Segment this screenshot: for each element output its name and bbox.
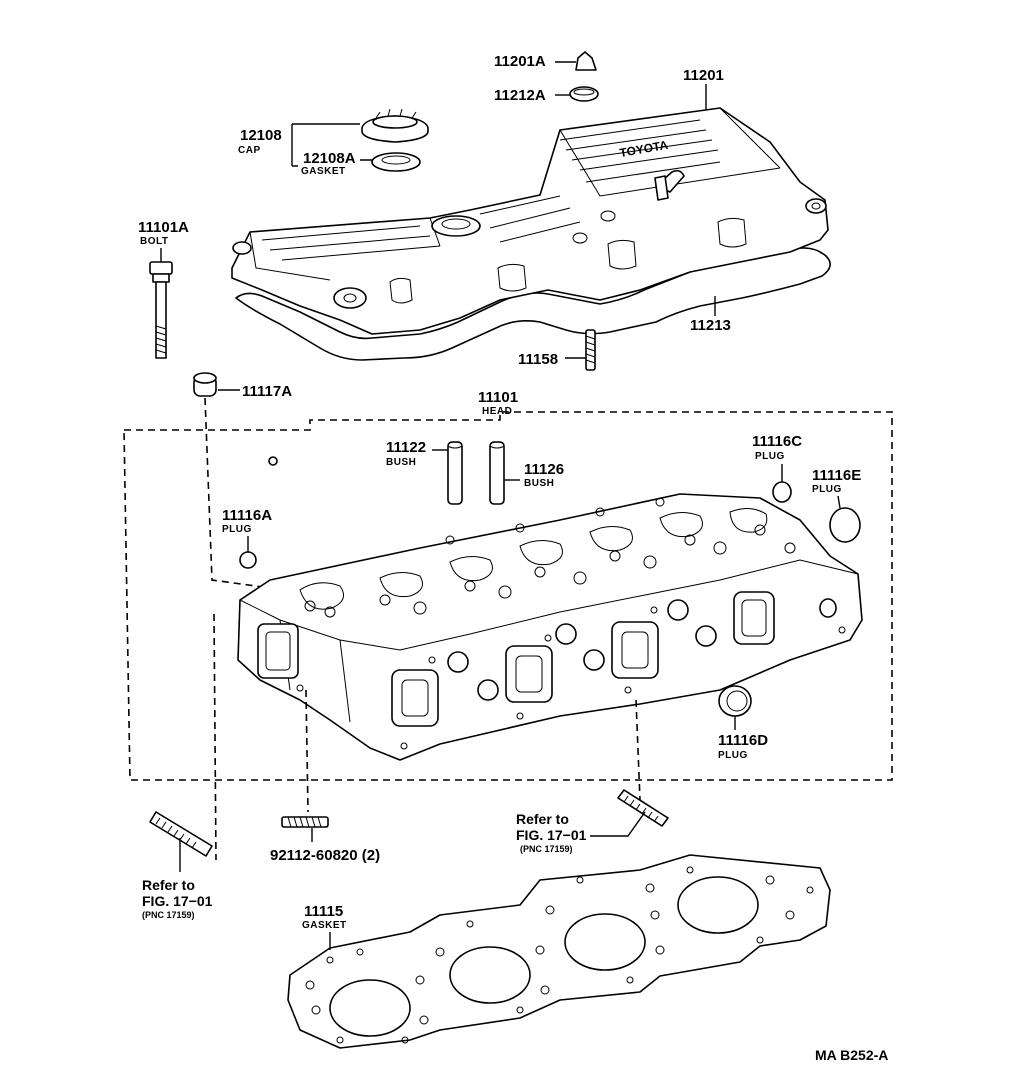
stud-guide-left xyxy=(213,613,217,861)
label-11101-name: HEAD xyxy=(482,406,512,417)
label-12108: 12108 xyxy=(240,127,282,144)
label-11213: 11213 xyxy=(690,317,731,334)
label-11116C: 11116C xyxy=(752,433,802,450)
label-12108-name: CAP xyxy=(238,145,261,156)
ref-right-line1: Refer to xyxy=(516,811,569,827)
label-11116D: 11116D xyxy=(718,732,768,749)
label-11115-name: GASKET xyxy=(302,920,347,931)
part-11117A-dowel[interactable] xyxy=(193,372,217,397)
part-11116D-plug[interactable] xyxy=(718,685,752,717)
label-11116A-name: PLUG xyxy=(222,524,252,535)
label-11158: 11158 xyxy=(518,351,558,368)
part-12108A-gasket[interactable] xyxy=(371,152,421,172)
label-11115: 11115 xyxy=(304,903,343,920)
label-11116E-name: PLUG xyxy=(812,484,842,495)
label-11101A: 11101A xyxy=(138,219,189,236)
part-11212A-grommet[interactable] xyxy=(569,86,599,102)
stud-right[interactable] xyxy=(617,789,669,827)
part-11126-bush[interactable] xyxy=(489,441,505,505)
label-11117A: 11117A xyxy=(242,383,292,400)
part-12108-cap[interactable] xyxy=(361,108,429,143)
part-11116C-plug[interactable] xyxy=(772,481,792,503)
label-11201A: 11201A xyxy=(494,53,546,70)
leader-12108 xyxy=(291,123,372,167)
figure-code: MA B252-A xyxy=(815,1047,888,1063)
part-92112-60820-stud[interactable] xyxy=(281,816,329,828)
label-11101: 11101 xyxy=(478,389,518,406)
label-11116D-name: PLUG xyxy=(718,750,748,761)
label-12108A: 12108A xyxy=(303,150,356,167)
stud-guide-right xyxy=(635,699,641,801)
label-11126-name: BUSH xyxy=(524,478,554,489)
label-11116E: 11116E xyxy=(812,467,861,484)
part-11116E-plug[interactable] xyxy=(829,507,861,543)
part-11201A-clip[interactable] xyxy=(575,51,597,71)
part-11201-valve-cover[interactable]: TOYOTA xyxy=(231,107,831,361)
leader-11116E xyxy=(837,495,841,509)
stud-left[interactable] xyxy=(149,811,213,857)
label-11116A: 11116A xyxy=(222,507,272,524)
label-11122-name: BUSH xyxy=(386,457,416,468)
label-11212A: 11212A xyxy=(494,87,546,104)
part-11101-cylinder-head[interactable] xyxy=(237,493,863,761)
part-11101A-bolt[interactable] xyxy=(149,261,173,359)
dowel-guide-line xyxy=(204,397,271,589)
part-11115-head-gasket[interactable] xyxy=(287,854,831,1049)
label-11201: 11201 xyxy=(683,67,724,84)
part-11122-bush[interactable] xyxy=(447,441,463,505)
ref-left-line3: (PNC 17159) xyxy=(142,910,195,920)
ref-right-line2: FIG. 17−01 xyxy=(516,827,587,843)
leader-ref-right xyxy=(590,811,646,837)
label-11116C-name: PLUG xyxy=(755,451,785,462)
label-11126: 11126 xyxy=(524,461,564,478)
label-11122: 11122 xyxy=(386,439,426,456)
ref-left-line1: Refer to xyxy=(142,877,195,893)
part-11158-stud[interactable] xyxy=(585,329,596,371)
ref-left-line2: FIG. 17−01 xyxy=(142,893,213,909)
ref-right-line3: (PNC 17159) xyxy=(520,844,573,854)
label-11101A-name: BOLT xyxy=(140,236,168,247)
label-12108A-name: GASKET xyxy=(301,166,346,177)
stud-guide-mid xyxy=(305,689,309,813)
label-92112-60820: 92112-60820 (2) xyxy=(270,847,380,864)
